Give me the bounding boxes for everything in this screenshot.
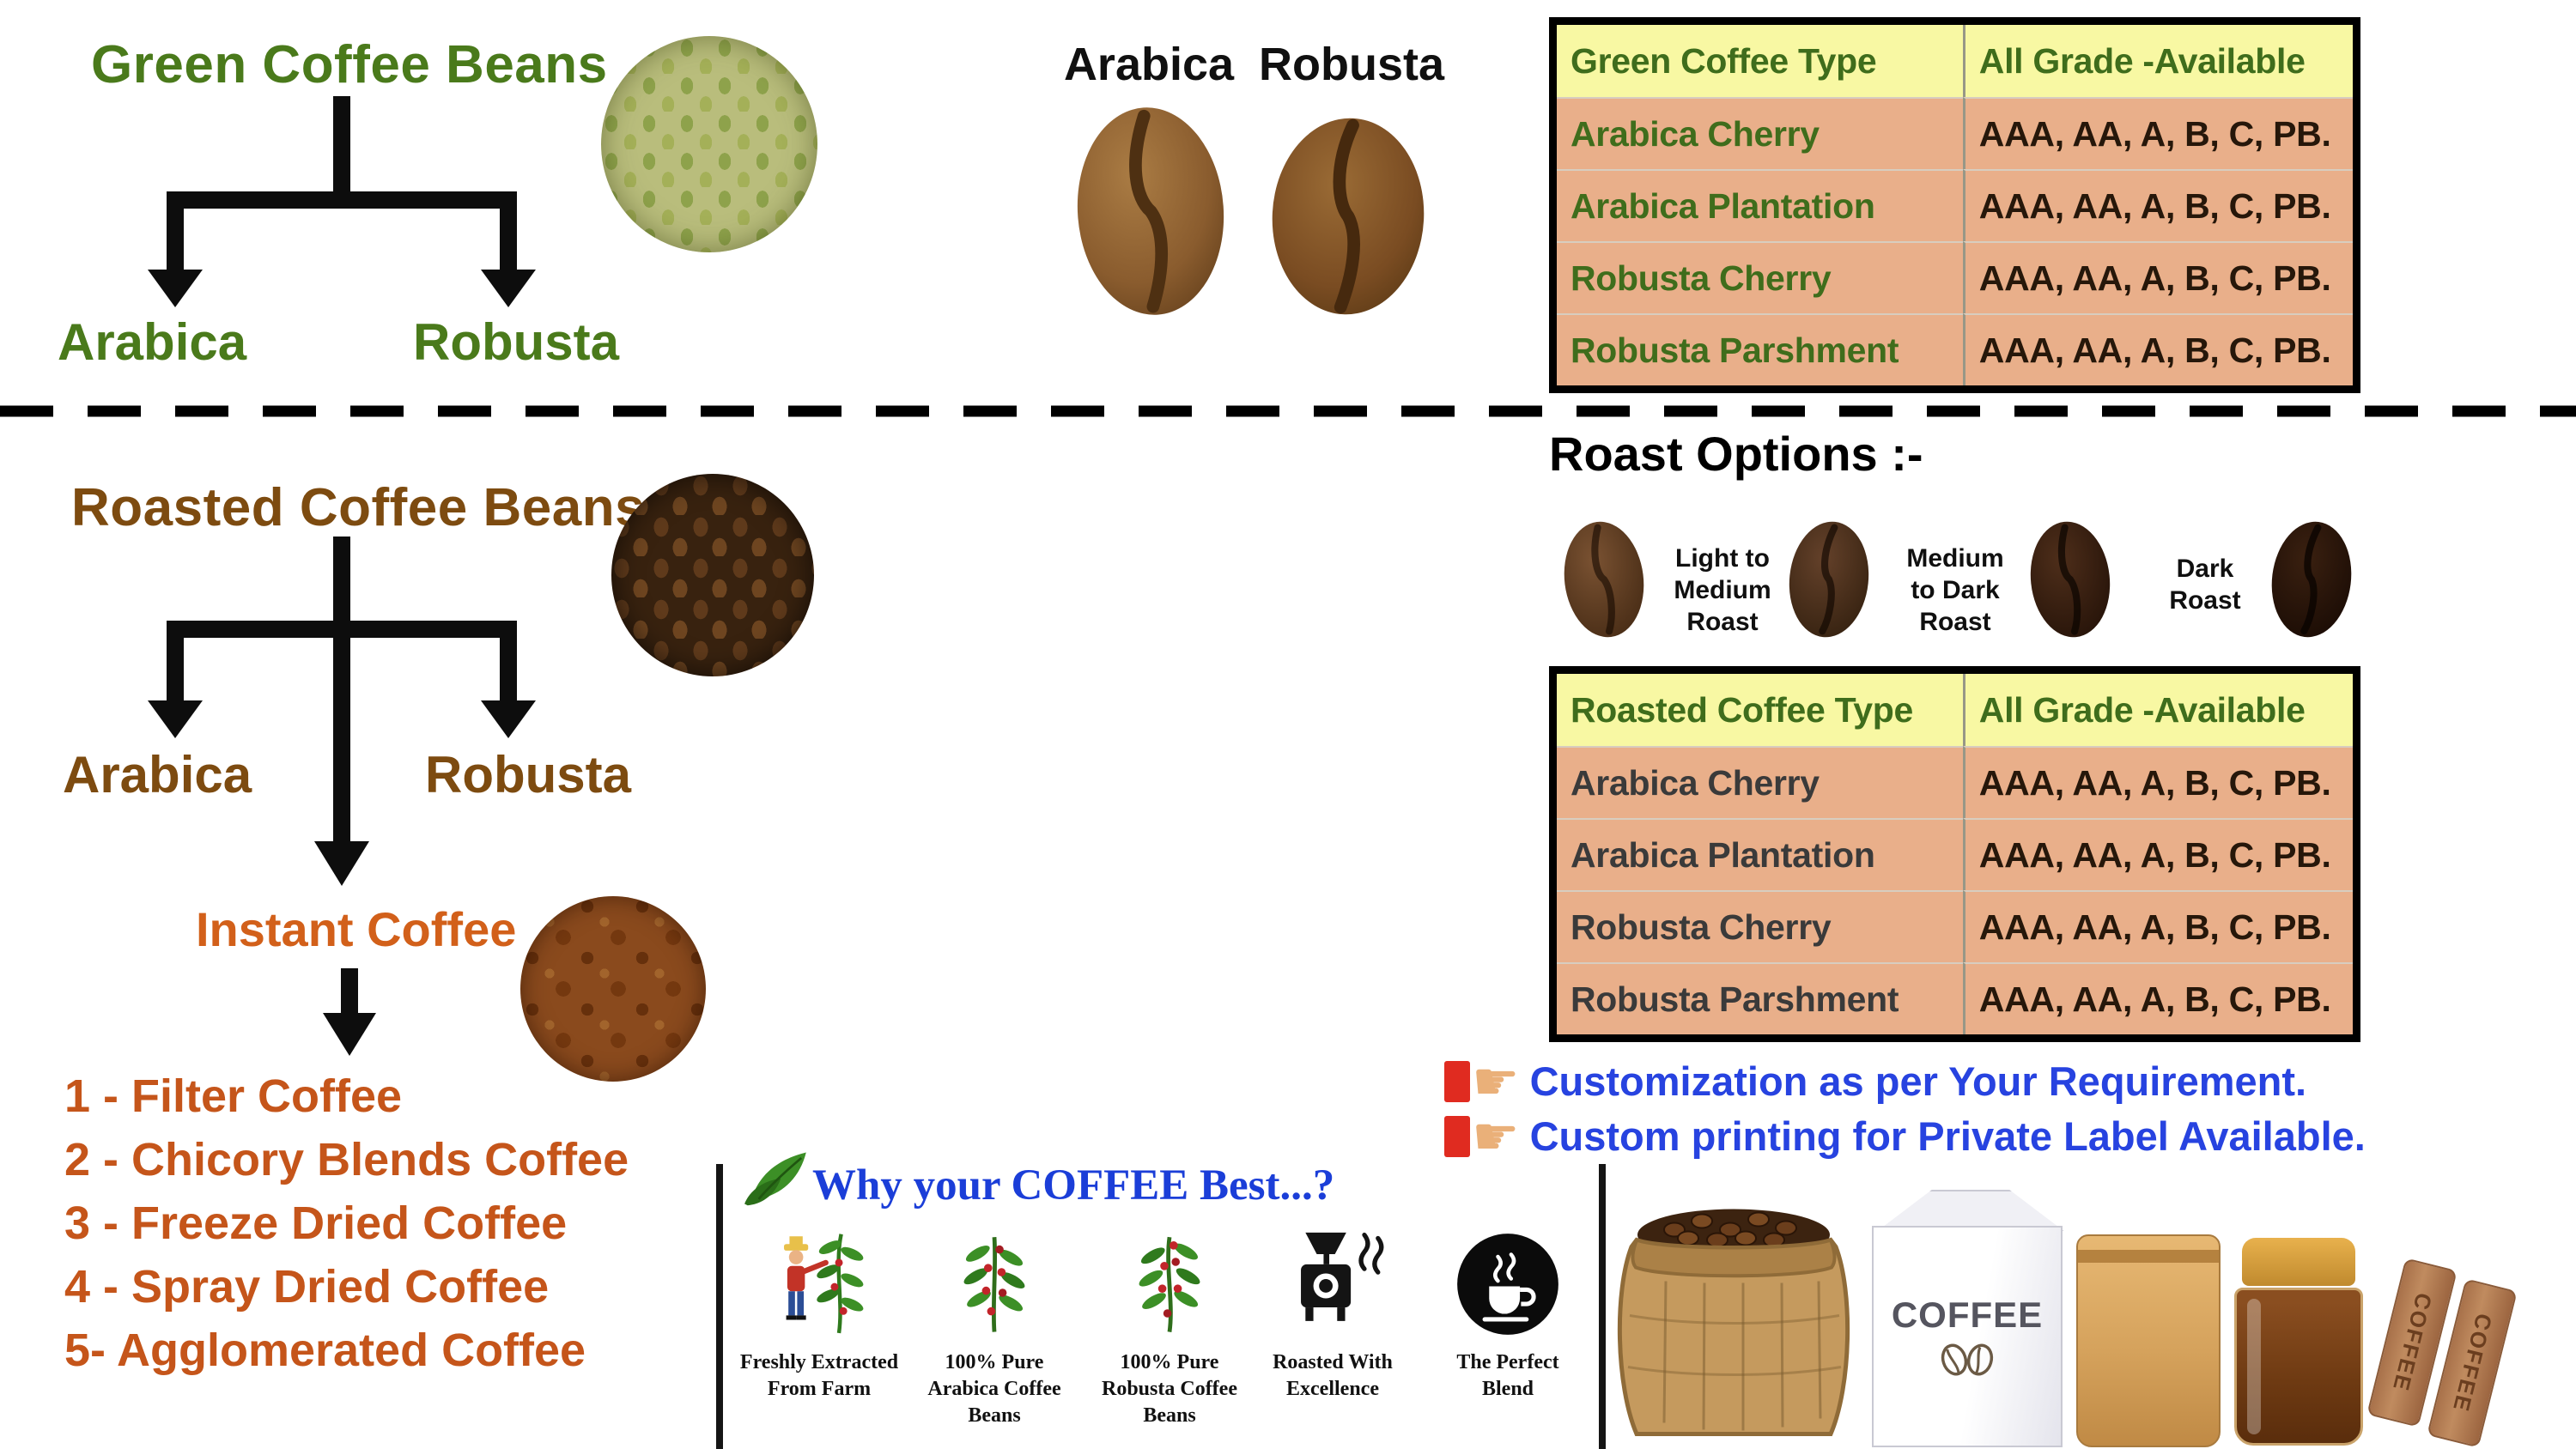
pointing-hand-icon (1444, 1060, 1470, 1102)
feature-caption: The Perfect Blend (1456, 1351, 1559, 1400)
green-table-header-type: Green Coffee Type (1557, 25, 1963, 97)
pointing-hand-icon: ☛ (1472, 1049, 1520, 1113)
jar-body (2234, 1288, 2363, 1446)
coffee-plant-icon (908, 1219, 1080, 1339)
pointing-hand-icon: ☛ (1472, 1104, 1520, 1167)
coffee-sack-image (1617, 1209, 1850, 1436)
roast-level-label: Light to Medium Roast (1674, 544, 1771, 636)
table-cell: Arabica Plantation (1557, 169, 1963, 241)
roast-options-title: Roast Options :- (1549, 427, 1923, 481)
roasted-table-header-type: Roasted Coffee Type (1557, 674, 1963, 746)
feature-perfect-blend: The Perfect Blend (1422, 1219, 1594, 1403)
instant-coffee-title: Instant Coffee (196, 902, 517, 956)
carton-beans-icon (1941, 1343, 1994, 1376)
robusta-bean-image (1272, 118, 1425, 315)
packaging-row: COFFEE COFFEE COFFEE (1606, 1152, 2524, 1449)
medium-dark-roast-bean-icon (2030, 521, 2111, 638)
table-cell: AAA, AA, A, B, C, PB. (1962, 313, 2353, 385)
jar-lid (2242, 1238, 2355, 1286)
stick-label: COFFEE (2447, 1311, 2498, 1416)
table-cell: AAA, AA, A, B, C, PB. (1962, 97, 2353, 169)
note-text: Custom printing for Private Label Availa… (1529, 1113, 2366, 1159)
left-divider-bar (716, 1164, 723, 1449)
list-item: 5- Agglomerated Coffee (64, 1325, 586, 1376)
coffee-cup-icon (1422, 1219, 1594, 1339)
table-cell: AAA, AA, A, B, C, PB. (1962, 241, 2353, 313)
note-text: Customization as per Your Requirement. (1529, 1058, 2307, 1104)
green-flowchart-arrows (148, 96, 536, 307)
table-cell: AAA, AA, A, B, C, PB. (1962, 890, 2353, 962)
roasted-branch-robusta: Robusta (425, 746, 631, 803)
stick-label: COFFEE (2387, 1290, 2438, 1395)
green-coffee-title: Green Coffee Beans (91, 35, 608, 94)
roasting-machine-icon (1247, 1219, 1419, 1339)
farmer-icon (733, 1219, 905, 1339)
bean-compare-arabica-label: Arabica (1063, 39, 1235, 90)
note-customization: ☛ Customization as per Your Requirement. (1444, 1049, 2307, 1113)
roasted-branch-arabica: Arabica (63, 746, 252, 803)
instant-coffee-jar-image (2234, 1238, 2363, 1448)
roasted-table-header-grade: All Grade -Available (1962, 674, 2353, 746)
feature-caption: 100% Pure Robusta Coffee Beans (1102, 1351, 1237, 1427)
green-coffee-table: Green Coffee Type All Grade -Available A… (1549, 17, 2360, 393)
roast-level-label: Medium to Dark Roast (1906, 544, 2004, 636)
instant-coffee-photo (520, 896, 706, 1082)
dark-roast-bean-icon (2271, 521, 2352, 638)
coffee-plant-icon (1084, 1219, 1255, 1339)
table-cell: AAA, AA, A, B, C, PB. (1962, 169, 2353, 241)
feature-caption: Freshly Extracted From Farm (739, 1351, 899, 1400)
green-beans-photo (601, 36, 817, 252)
roasted-flowchart-arrows (148, 537, 536, 1056)
feature-robusta-beans: 100% Pure Robusta Coffee Beans (1084, 1219, 1255, 1429)
table-cell: AAA, AA, A, B, C, PB. (1962, 818, 2353, 890)
instant-coffee-list: 1 - Filter Coffee 2 - Chicory Blends Cof… (64, 1064, 629, 1382)
feature-caption: 100% Pure Arabica Coffee Beans (927, 1351, 1061, 1427)
table-cell: Arabica Cherry (1557, 746, 1963, 818)
green-branch-arabica: Arabica (58, 313, 247, 371)
table-cell: AAA, AA, A, B, C, PB. (1962, 746, 2353, 818)
table-cell: Robusta Parshment (1557, 313, 1963, 385)
bean-compare-robusta-label: Robusta (1259, 39, 1444, 90)
table-cell: Robusta Cherry (1557, 241, 1963, 313)
table-cell: Robusta Parshment (1557, 962, 1963, 1034)
light-roast-bean-icon (1564, 521, 1644, 638)
feature-roasted-excellence: Roasted With Excellence (1247, 1219, 1419, 1403)
why-coffee-best-title: Why your COFFEE Best...? (812, 1161, 1335, 1210)
list-item: 1 - Filter Coffee (64, 1070, 403, 1122)
medium-roast-bean-icon (1789, 521, 1869, 638)
list-item: 4 - Spray Dried Coffee (64, 1261, 550, 1313)
feature-arabica-beans: 100% Pure Arabica Coffee Beans (908, 1219, 1080, 1429)
list-item: 2 - Chicory Blends Coffee (64, 1134, 629, 1185)
kraft-pouch-image (2076, 1234, 2221, 1447)
table-cell: Robusta Cherry (1557, 890, 1963, 962)
roasted-coffee-table: Roasted Coffee Type All Grade -Available… (1549, 666, 2360, 1042)
green-table-header-grade: All Grade -Available (1962, 25, 2353, 97)
table-cell: Arabica Plantation (1557, 818, 1963, 890)
table-cell: AAA, AA, A, B, C, PB. (1962, 962, 2353, 1034)
roasted-coffee-title: Roasted Coffee Beans (71, 478, 646, 537)
carton-label: COFFEE (1891, 1294, 2044, 1335)
green-branch-robusta: Robusta (413, 313, 619, 371)
roast-options-strip: Light to Medium Roast Medium to Dark Roa… (1549, 508, 2373, 658)
roasted-beans-photo (611, 474, 814, 676)
table-cell: Arabica Cherry (1557, 97, 1963, 169)
coffee-carton-image: COFFEE (1872, 1226, 2063, 1447)
note-private-label: ☛ Custom printing for Private Label Avai… (1444, 1104, 2366, 1167)
features-row: Freshly Extracted From Farm 100% Pure Ar… (726, 1219, 1602, 1449)
list-item: 3 - Freeze Dried Coffee (64, 1197, 568, 1249)
roast-level-label: Dark Roast (2169, 555, 2241, 615)
arabica-bean-image (1077, 107, 1224, 315)
feature-freshly-extracted: Freshly Extracted From Farm (733, 1219, 905, 1403)
feature-caption: Roasted With Excellence (1273, 1351, 1393, 1400)
right-divider-bar (1599, 1164, 1606, 1449)
pointing-hand-icon (1444, 1115, 1470, 1157)
coffee-carton-roof (1877, 1190, 2064, 1231)
leaf-icon (744, 1152, 806, 1206)
